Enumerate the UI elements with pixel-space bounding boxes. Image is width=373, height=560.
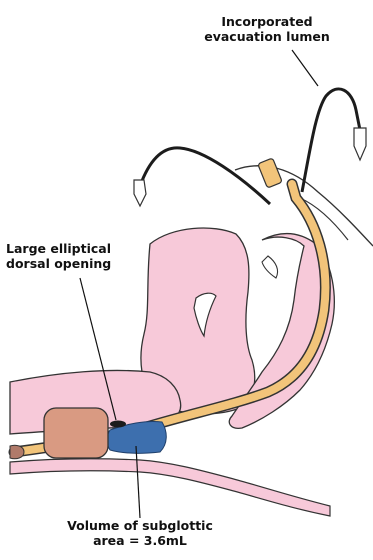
tube-tip (10, 445, 24, 459)
leader-evacuation (292, 50, 318, 86)
label-subglottic-line-2: area = 3.6mL (60, 533, 220, 548)
label-dorsal-opening: Large elliptical dorsal opening (6, 241, 124, 271)
tube-cuff[interactable] (44, 408, 108, 458)
label-evacuation-line-1: Incorporated (178, 14, 356, 29)
label-dorsal-line-2: dorsal opening (6, 256, 124, 271)
lumen-connector-left[interactable] (134, 180, 146, 206)
trachea-tissue (10, 459, 330, 516)
label-subglottic-line-1: Volume of subglottic (60, 518, 220, 533)
label-evacuation-line-2: evacuation lumen (178, 29, 356, 44)
uvula-notch (262, 256, 278, 278)
tube-connector[interactable] (258, 158, 283, 188)
label-dorsal-line-1: Large elliptical (6, 241, 124, 256)
evacuation-lumen-left[interactable] (140, 148, 270, 204)
label-subglottic-volume: Volume of subglottic area = 3.6mL (60, 518, 220, 548)
leader-subglottic (136, 446, 140, 518)
evacuation-lumen-right[interactable] (302, 89, 360, 192)
lumen-connector-right[interactable] (354, 128, 366, 160)
label-evacuation-lumen: Incorporated evacuation lumen (178, 14, 356, 44)
dorsal-opening (110, 421, 126, 428)
